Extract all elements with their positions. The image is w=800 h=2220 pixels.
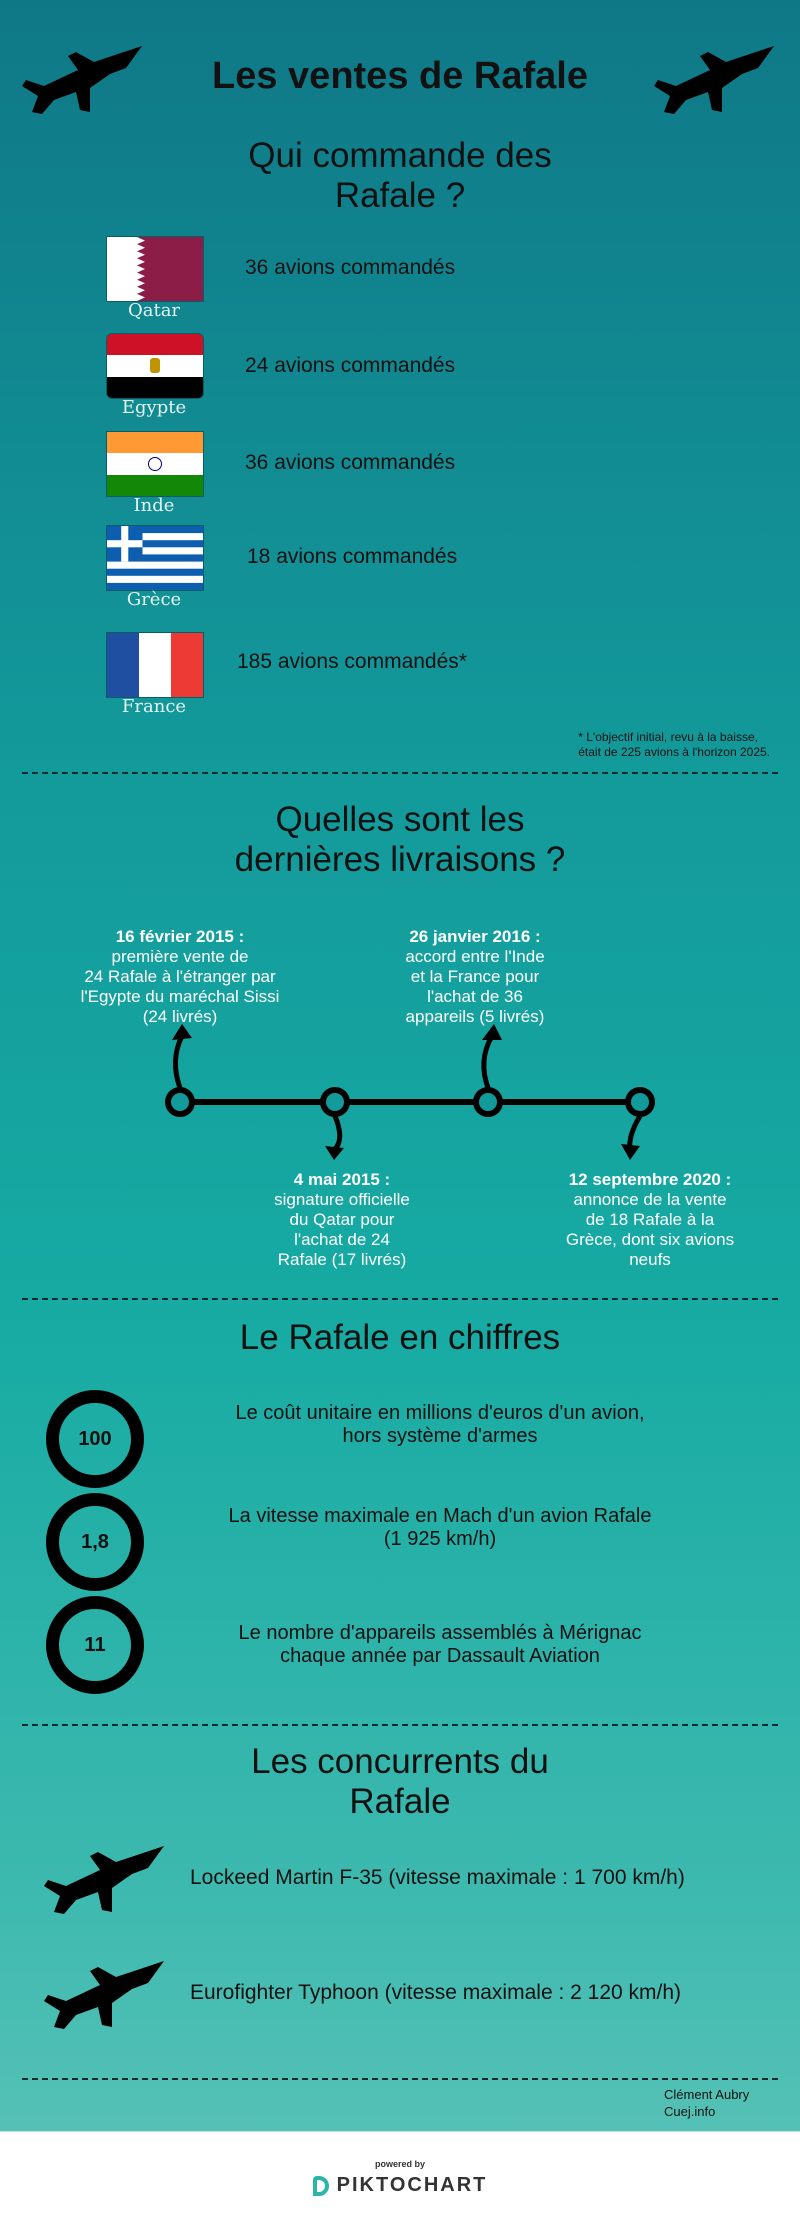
stat-circle: 11 xyxy=(46,1596,144,1694)
order-count: 185 avions commandés* xyxy=(237,650,467,673)
brand-name: PIKTOCHART xyxy=(336,2174,488,2196)
competitors-heading-line1: Les concurrents du xyxy=(251,1742,549,1781)
powered-by: powered by xyxy=(374,2159,425,2169)
divider xyxy=(22,2078,778,2080)
piktochart-brand[interactable]: PIKTOCHART xyxy=(0,2174,800,2197)
country-label: Inde xyxy=(133,495,175,516)
divider xyxy=(22,772,778,774)
event-date: 16 février 2015 : xyxy=(115,927,245,946)
credits: Clément Aubry Cuej.info xyxy=(664,2086,749,2120)
flag-qatar xyxy=(106,236,204,302)
event-line: appareils (5 livrés) xyxy=(405,1007,545,1026)
timeline-event: 12 septembre 2020 : annonce de la vente … xyxy=(535,1170,765,1270)
orders-heading: Qui commande des Rafale ? xyxy=(0,136,800,216)
timeline-event: 26 janvier 2016 : accord entre l'Inde et… xyxy=(370,927,580,1027)
event-line: 24 Rafale à l'étranger par xyxy=(84,967,276,986)
divider xyxy=(22,1724,778,1726)
fighter-jet-icon xyxy=(44,1846,164,1914)
deliveries-heading-line2: dernières livraisons ? xyxy=(234,840,566,879)
stat-line: (1 925 km/h) xyxy=(383,1528,497,1550)
stat-description: La vitesse maximale en Mach d'un avion R… xyxy=(160,1505,720,1551)
event-line: l'achat de 24 xyxy=(294,1230,390,1249)
event-date: 26 janvier 2016 : xyxy=(409,927,541,946)
arrow-down-icon xyxy=(621,1114,643,1160)
fighter-jet-icon xyxy=(44,1961,164,2029)
flag-greece xyxy=(106,525,204,591)
arrow-up-icon xyxy=(481,1024,502,1089)
event-line: l'Egypte du maréchal Sissi xyxy=(80,987,280,1006)
order-count: 24 avions commandés xyxy=(245,354,456,377)
event-line: neufs xyxy=(629,1250,671,1269)
orders-heading-line2: Rafale ? xyxy=(334,176,466,215)
timeline-graphic xyxy=(165,1024,655,1160)
fighter-jet-icon xyxy=(654,46,774,114)
stat-line: hors système d'armes xyxy=(342,1425,538,1447)
footnote-line1: * L'objectif initial, revu à la baisse, xyxy=(578,730,758,744)
event-line: l'achat de 36 xyxy=(427,987,523,1006)
flag-france xyxy=(106,632,204,698)
competitors-heading-line2: Rafale xyxy=(349,1782,451,1821)
stat-line: chaque année par Dassault Aviation xyxy=(280,1645,600,1667)
event-line: signature officielle xyxy=(274,1190,410,1209)
arrow-up-icon xyxy=(172,1024,192,1089)
event-line: première vente de xyxy=(111,947,249,966)
piktochart-logo xyxy=(312,2175,329,2196)
page-title: Les ventes de Rafale xyxy=(212,55,588,97)
timeline-event: 16 février 2015 : première vente de 24 R… xyxy=(55,927,305,1027)
stat-line: La vitesse maximale en Mach d'un avion R… xyxy=(228,1505,652,1527)
country-label: Egypte xyxy=(121,397,187,418)
event-line: Grèce, dont six avions xyxy=(565,1230,735,1249)
divider xyxy=(22,1298,778,1300)
order-count: 36 avions commandés xyxy=(245,256,456,279)
deliveries-heading: Quelles sont les dernières livraisons ? xyxy=(0,800,800,880)
country-label: Qatar xyxy=(127,300,181,321)
flag-egypt xyxy=(106,333,204,399)
stat-description: Le coût unitaire en millions d'euros d'u… xyxy=(160,1402,720,1448)
stat-description: Le nombre d'appareils assemblés à Mérign… xyxy=(160,1622,720,1668)
arrow-down-icon xyxy=(325,1115,344,1160)
competitor-text: Eurofighter Typhoon (vitesse maximale : … xyxy=(190,1981,682,2004)
stat-value: 100 xyxy=(78,1427,112,1450)
stat-line: Le coût unitaire en millions d'euros d'u… xyxy=(235,1402,645,1424)
footnote-line2: était de 225 avions à l'horizon 2025. xyxy=(578,745,770,759)
credit-author: Clément Aubry xyxy=(664,2087,750,2102)
flag-india xyxy=(106,431,204,497)
competitors-heading: Les concurrents du Rafale xyxy=(0,1742,800,1822)
event-line: accord entre l'Inde xyxy=(405,947,545,966)
order-count: 36 avions commandés xyxy=(245,451,456,474)
order-count: 18 avions commandés xyxy=(247,545,458,568)
event-line: du Qatar pour xyxy=(289,1210,395,1229)
country-label: Grèce xyxy=(126,589,182,610)
stat-line: Le nombre d'appareils assemblés à Mérign… xyxy=(238,1622,642,1644)
timeline-event: 4 mai 2015 : signature officielle du Qat… xyxy=(232,1170,452,1270)
event-line: (24 livrés) xyxy=(142,1007,218,1026)
event-line: de 18 Rafale à la xyxy=(585,1210,715,1229)
footnote: * L'objectif initial, revu à la baisse, … xyxy=(578,730,770,760)
event-line: et la France pour xyxy=(410,967,540,986)
figures-heading: Le Rafale en chiffres xyxy=(239,1318,561,1357)
event-date: 12 septembre 2020 : xyxy=(568,1170,732,1189)
competitor-text: Lockeed Martin F-35 (vitesse maximale : … xyxy=(190,1866,685,1889)
stat-value: 1,8 xyxy=(81,1530,109,1553)
deliveries-heading-line1: Quelles sont les xyxy=(275,800,525,839)
fighter-jet-icon xyxy=(22,46,142,114)
event-date: 4 mai 2015 : xyxy=(293,1170,391,1189)
stat-circle: 1,8 xyxy=(46,1493,144,1591)
event-line: annonce de la vente xyxy=(573,1190,727,1209)
stat-circle: 100 xyxy=(46,1390,144,1488)
credit-source: Cuej.info xyxy=(664,2104,716,2119)
country-label: France xyxy=(121,696,187,717)
orders-heading-line1: Qui commande des xyxy=(248,136,552,175)
event-line: Rafale (17 livrés) xyxy=(277,1250,407,1269)
stat-value: 11 xyxy=(84,1633,106,1656)
